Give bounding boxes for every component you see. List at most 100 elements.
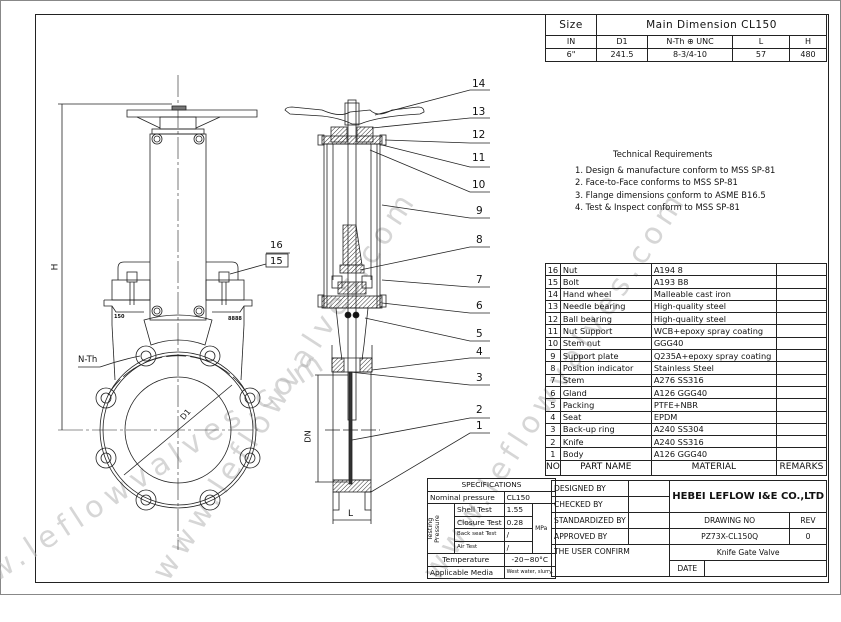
callout-11: 11 (472, 152, 486, 164)
part-material: WCB+epoxy spray coating (650, 324, 777, 338)
callout-14: 14 (472, 78, 486, 90)
callout-9: 9 (476, 205, 483, 217)
part-name: Stem nut (559, 336, 652, 351)
callout-13: 13 (472, 106, 486, 118)
part-no: 10 (545, 336, 561, 351)
standardized-by-value (627, 512, 671, 529)
checked-by-value (627, 496, 671, 513)
part-material: GGG40 (650, 336, 777, 351)
part-name: Stem (559, 373, 652, 387)
testing-pressure-label: Testing Pressure (426, 503, 455, 554)
media-value: West water, slurry. (503, 565, 556, 579)
part-name: Nut (559, 262, 652, 277)
callout-15: 15 (270, 256, 283, 267)
part-material: PTFE+NBR (650, 398, 777, 412)
part-material: Stainless Steel (650, 361, 777, 375)
callout-leaders (349, 89, 490, 493)
part-name: Hand wheel (559, 287, 652, 301)
part-remarks (775, 262, 828, 277)
part-name: Needle bearing (559, 299, 652, 314)
test-label: Air Test (454, 540, 505, 554)
part-no: 12 (545, 312, 561, 326)
part-name: Bolt (559, 275, 652, 289)
part-no: 15 (545, 275, 561, 289)
part-material: High-quality steel (650, 312, 777, 326)
side-view (284, 89, 490, 524)
part-name: Packing (559, 398, 652, 412)
part-remarks (775, 275, 828, 289)
drawing-no-value: PZ73X-CL150Q (669, 528, 790, 545)
temperature-label: Temperature (427, 553, 505, 567)
part-no: 3 (545, 422, 561, 437)
header-no: NO (545, 459, 561, 476)
part-remarks (775, 349, 828, 363)
rev-label: REV (789, 512, 827, 529)
part-remarks (775, 299, 828, 314)
part-material: A194 8 (650, 262, 777, 277)
specifications-table: SPECIFICATIONS Nominal pressure CL150 Te… (426, 478, 556, 579)
callout-10: 10 (472, 179, 486, 191)
date-label: DATE (669, 560, 706, 577)
tech-req-item: 4. Test & Inspect conform to MSS SP-81 (575, 201, 740, 212)
header-part-name: PART NAME (559, 459, 652, 476)
part-no: 1 (545, 447, 561, 461)
approved-by-label: APPROVED BY (551, 528, 629, 545)
dim-label-dn: DN (303, 430, 313, 443)
part-no: 5 (545, 398, 561, 412)
part-remarks (775, 336, 828, 351)
part-remarks (775, 447, 828, 461)
part-remarks (775, 312, 828, 326)
callout-7: 7 (476, 274, 483, 286)
part-no: 16 (545, 262, 561, 277)
part-material: Q235A+epoxy spray coating (650, 349, 777, 363)
part-no: 13 (545, 299, 561, 314)
handwheel-front (126, 109, 258, 118)
dimension-table: Size Main Dimension CL150 IN D1 N-Th ⊕ U… (545, 14, 827, 62)
header-remarks: REMARKS (775, 459, 828, 476)
valve-drawing (58, 75, 490, 550)
part-remarks (775, 422, 828, 437)
col-nth: N-Th ⊕ UNC (647, 35, 733, 49)
parts-header-row: NO PART NAME MATERIAL REMARKS (545, 459, 828, 476)
technical-requirements: Technical Requirements 1. Design & manuf… (575, 148, 775, 213)
test-value: / (503, 540, 534, 554)
part-name: Knife (559, 435, 652, 449)
tech-req-item: 3. Flange dimensions conform to ASME B16… (575, 189, 766, 200)
checked-by-label: CHECKED BY (551, 496, 629, 513)
part-remarks (775, 385, 828, 400)
part-material: A276 SS316 (650, 373, 777, 387)
part-remarks (775, 435, 828, 449)
callout-12: 12 (472, 129, 486, 141)
standardized-by-label: STANDARDIZED BY (551, 512, 629, 529)
drawing-no-label: DRAWING NO (669, 512, 790, 529)
part-remarks (775, 361, 828, 375)
part-name: Nut Support (559, 324, 652, 338)
nominal-pressure-label: Nominal pressure (427, 490, 505, 504)
part-material: A126 GGG40 (650, 447, 777, 461)
col-in: IN (545, 35, 597, 49)
user-confirm-label: THE USER CONFIRM (550, 544, 671, 577)
approved-by-value (627, 528, 671, 545)
designed-by-value (627, 480, 671, 497)
tech-req-title: Technical Requirements (613, 149, 713, 159)
col-l: L (732, 35, 790, 49)
col-d1: D1 (596, 35, 648, 49)
part-no: 2 (545, 435, 561, 449)
callout-3: 3 (476, 372, 483, 384)
part-no: 6 (545, 385, 561, 400)
designed-by-label: DESIGNED BY (551, 480, 629, 497)
part-material: A193 B8 (650, 275, 777, 289)
company-name: HEBEI LEFLOW I&E CO.,LTD (669, 480, 827, 513)
callout-4: 4 (476, 346, 483, 358)
part-material: A240 SS316 (650, 435, 777, 449)
